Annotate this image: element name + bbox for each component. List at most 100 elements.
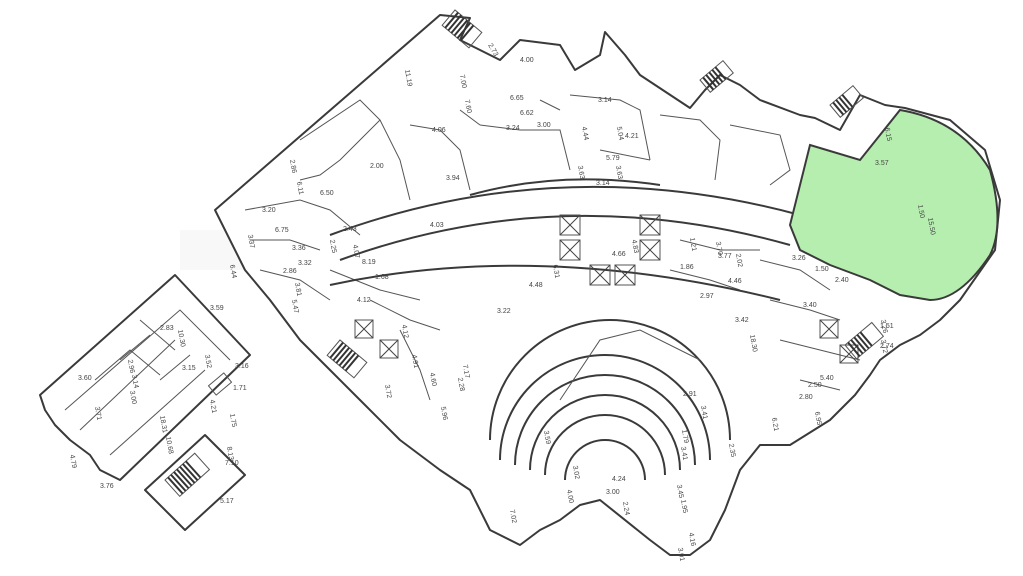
dimension-label: 4.46	[728, 278, 742, 285]
dimension-label: 3.72	[879, 339, 888, 354]
dimension-label: 4.00	[565, 489, 574, 504]
dimension-label: 5.79	[606, 155, 620, 162]
dimension-label: 4.60	[428, 372, 437, 387]
dimension-label: 1.21	[688, 237, 697, 252]
dimension-label: 1.75	[228, 413, 237, 428]
dimension-label: 3.16	[235, 363, 249, 370]
dimension-label: 1.71	[233, 385, 247, 392]
dimension-label: 8.13	[225, 446, 234, 461]
dimension-label: 3.14	[598, 97, 612, 104]
dimension-label: 6.44	[228, 264, 237, 279]
dimension-label: 3.40	[803, 302, 817, 309]
highlight-dimension-label: 15.50	[926, 217, 936, 236]
dimension-label: 3.45	[675, 484, 684, 499]
dimension-label: 2.25	[328, 239, 337, 254]
dimension-label: 18.30	[748, 334, 758, 353]
dimension-label: 5.40	[820, 375, 834, 382]
dimension-label: 5.47	[290, 299, 299, 314]
dimension-label: 5.17	[220, 498, 234, 505]
dimension-label: 5.04	[615, 126, 624, 141]
dimension-label: 3.32	[298, 260, 312, 267]
dimension-label: 3.00	[606, 489, 620, 496]
dimension-label: 3.26	[792, 255, 806, 262]
dimension-label: 2.43	[343, 226, 357, 233]
dimension-label: 7.17	[461, 364, 470, 379]
dimension-label: 3.24	[506, 125, 520, 132]
dimension-label: 3.01	[676, 547, 685, 562]
dimension-label: 3.59	[542, 430, 551, 445]
dimension-label: 4.07	[351, 244, 360, 259]
dimension-label: 4.83	[630, 239, 639, 254]
dimension-label: 4.03	[430, 222, 444, 229]
dimension-label: 4.44	[580, 126, 589, 141]
dimension-label: 2.83	[160, 325, 174, 332]
dimension-label: 8.19	[362, 259, 376, 266]
dimension-label: 6.75	[275, 227, 289, 234]
dimension-label: 2.86	[283, 268, 297, 275]
dimension-label: 3.63	[614, 165, 623, 180]
dimension-label: 3.22	[497, 308, 511, 315]
dimension-label: 5.96	[439, 406, 448, 421]
dimension-label: 7.00	[458, 74, 467, 89]
dimension-label: 6.11	[295, 181, 304, 195]
dimension-label: 2.24	[621, 501, 630, 516]
dimension-label: 1.86	[680, 264, 694, 271]
staircases	[326, 9, 885, 379]
dimension-label: 6.31	[551, 264, 560, 279]
dimension-label: 3.72	[383, 384, 392, 399]
dimension-label: 10.30	[176, 329, 186, 348]
dimension-label: 4.21	[208, 399, 217, 414]
highlight-dimension-label: 1.50	[916, 204, 925, 219]
dimension-label: 3.59	[210, 305, 224, 312]
dimension-label: 1.95	[679, 499, 688, 514]
dimension-label: 3.00	[537, 122, 551, 129]
dimension-label: 4.48	[529, 282, 543, 289]
dimension-label: 3.41	[699, 405, 708, 420]
dimension-label: 3.94	[446, 175, 460, 182]
dimension-label: 4.00	[520, 57, 534, 64]
dimension-label: 6.95	[813, 411, 822, 426]
dimension-label: 3.81	[293, 282, 302, 297]
dimension-label: 11.19	[403, 69, 413, 87]
dimension-label: 6.65	[510, 95, 524, 102]
dimension-label: 7.02	[508, 509, 517, 524]
dimension-label: 3.71	[93, 406, 102, 421]
dimension-label: 4.16	[687, 532, 696, 547]
dimension-label: 3.63	[576, 165, 585, 180]
dimension-label: 3.77	[718, 253, 732, 260]
dimension-label: 1.50	[815, 266, 829, 273]
dimension-label: 4.21	[625, 133, 639, 140]
dimension-label: 2.91	[683, 391, 697, 398]
dimension-label: 3.36	[292, 245, 306, 252]
dimension-label: 3.15	[182, 365, 196, 372]
dimension-label: 2.86	[288, 159, 297, 174]
dimension-label: 6.50	[320, 190, 334, 197]
core-elevators	[354, 214, 859, 364]
auditorium	[489, 319, 731, 481]
dimension-label: 2.50	[808, 382, 822, 389]
highlighted-room	[788, 108, 999, 302]
stair-annex	[144, 434, 246, 531]
dimension-label: 2.28	[456, 377, 465, 392]
dimension-label: 1.51	[880, 323, 894, 330]
dimension-label: 2.74	[880, 343, 894, 350]
highlight-dimension-label: 3.57	[875, 160, 889, 167]
dimension-label: 10.68	[164, 436, 174, 455]
dimension-label: 2.80	[799, 394, 813, 401]
dimension-label: 3.52	[203, 354, 212, 369]
dimension-label: 3.02	[571, 465, 580, 480]
dimension-label: 7.10	[225, 460, 239, 467]
highlight-dimension-label: 6.15	[883, 127, 892, 142]
dimension-label: 4.12	[400, 324, 409, 339]
dimension-label: 3.00	[128, 390, 137, 405]
dimension-label: 7.60	[463, 99, 472, 114]
dimension-label: 2.40	[835, 277, 849, 284]
dimension-label: 3.60	[78, 375, 92, 382]
dimension-label: 3.20	[262, 207, 276, 214]
annex-building	[39, 274, 251, 481]
dimension-label: 2.02	[734, 253, 743, 268]
dimension-label: 1.68	[375, 274, 389, 281]
